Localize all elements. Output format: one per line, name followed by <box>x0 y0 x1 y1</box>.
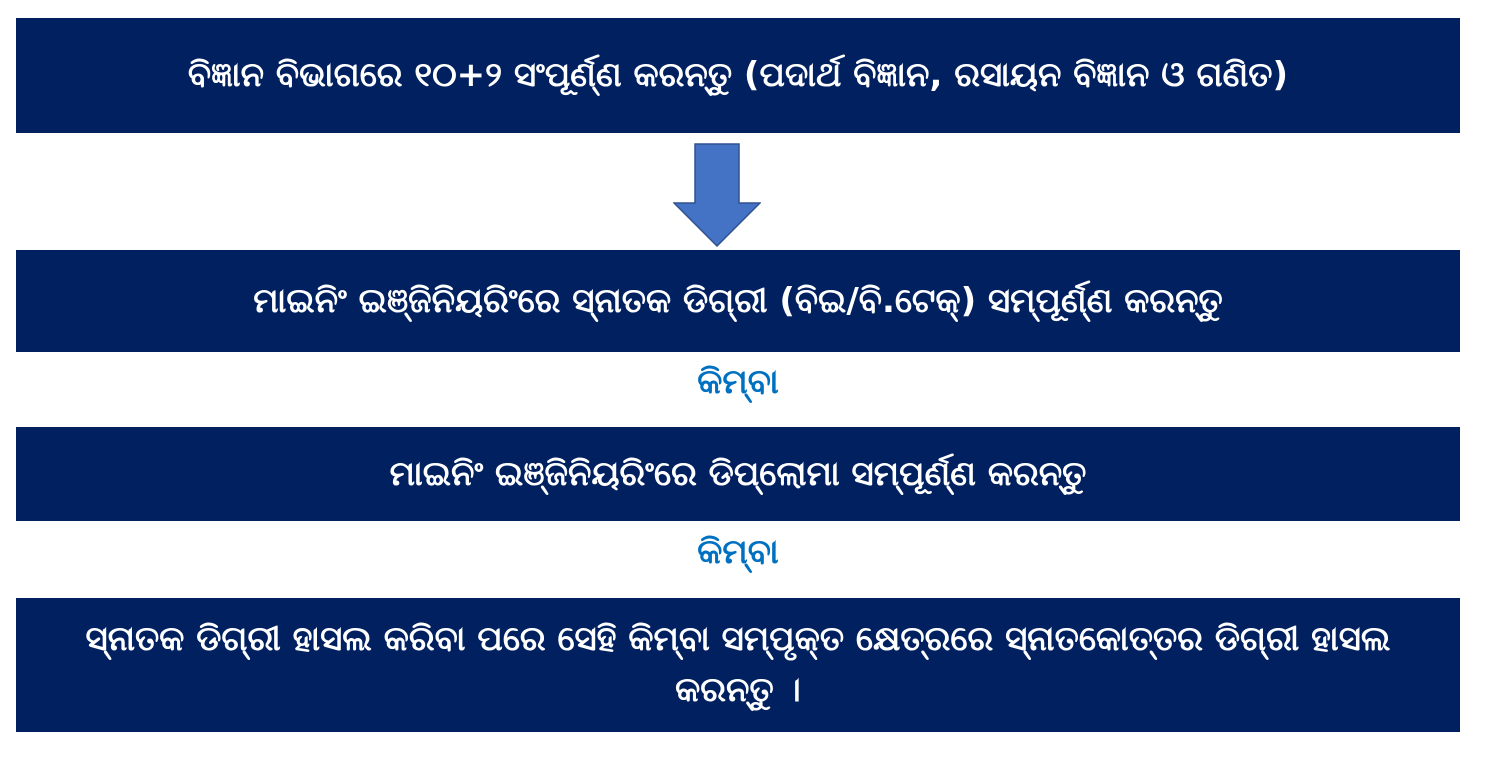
step-box-science-12: ବିଜ୍ଞାନ ବିଭାଗରେ ୧୦+୨ ସଂପୂର୍ଣ୍ଣ କରନ୍ତୁ (ପ… <box>16 18 1460 133</box>
step-box-bachelor-degree: ମାଇନିଂ ଇଞ୍ଜିନିୟରିଂରେ ସ୍ନାତକ ଡିଗ୍ରୀ (ବିଇ/… <box>16 250 1460 352</box>
step-text: ବିଜ୍ଞାନ ବିଭାଗରେ ୧୦+୨ ସଂପୂର୍ଣ୍ଣ କରନ୍ତୁ (ପ… <box>187 55 1289 95</box>
step-text: ମାଇନିଂ ଇଞ୍ଜିନିୟରିଂରେ ସ୍ନାତକ ଡିଗ୍ରୀ (ବିଇ/… <box>253 280 1223 321</box>
step-text: ସ୍ନାତକ ଡିଗ୍ରୀ ହାସଲ କରିବା ପରେ ସେହି କିମ୍ବା… <box>85 619 1391 710</box>
or-label: କିମ୍ବା <box>697 532 779 572</box>
step-box-diploma: ମାଇନିଂ ଇଞ୍ଜିନିୟରିଂରେ ଡିପ୍ଲୋମା ସମ୍ପୂର୍ଣ୍ଣ… <box>16 427 1460 521</box>
or-label: କିମ୍ବା <box>697 362 779 402</box>
step-box-masters-degree: ସ୍ନାତକ ଡିଗ୍ରୀ ହାସଲ କରିବା ପରେ ସେହି କିମ୍ବା… <box>16 598 1460 732</box>
step-text: ମାଇନିଂ ଇଞ୍ଜିନିୟରିଂରେ ଡିପ୍ଲୋମା ସମ୍ପୂର୍ଣ୍ଣ… <box>389 453 1087 494</box>
down-arrow-icon <box>673 143 761 247</box>
